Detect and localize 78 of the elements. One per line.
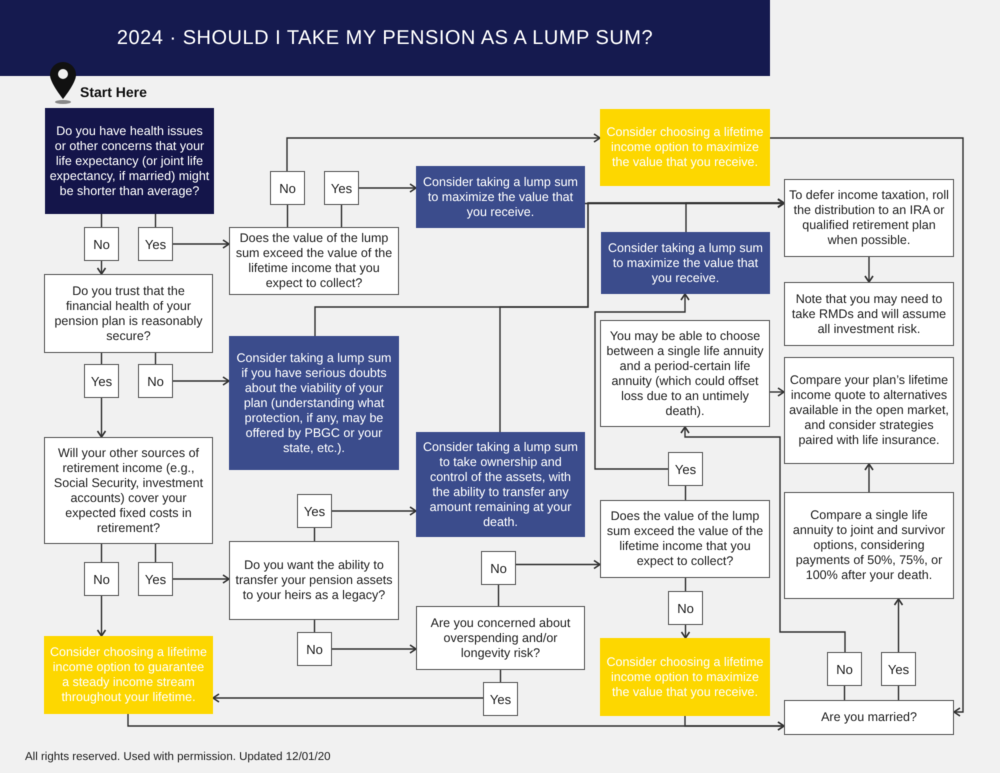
- answer-box: No: [270, 171, 305, 205]
- arrow: [894, 598, 904, 652]
- arrow: [680, 625, 690, 639]
- arrow: [173, 376, 230, 386]
- recommendation-box: Consider taking a lump sum to maximize the value that you receive.: [416, 166, 585, 228]
- arrow: [173, 574, 230, 584]
- arrow: [585, 198, 785, 208]
- arrow: [332, 506, 417, 516]
- process-box: Do you want the ability to transfer your pension assets to your heirs as a legacy?: [229, 541, 399, 620]
- recommendation-box: Consider taking a lump sum if you have serious doubts about the viability of your plan (understanding what protection, if any, may be offered by PBGC or your state, etc.).: [229, 336, 399, 470]
- connector-line: [498, 585, 500, 606]
- arrow: [516, 560, 601, 570]
- arrow: [212, 693, 483, 703]
- recommendation-box: Consider choosing a lifetime income option to maximize the value that you receive.: [600, 638, 770, 716]
- connector-line: [286, 205, 288, 227]
- header-bar: 2024 · SHOULD I TAKE MY PENSION AS A LUMP SUM?: [0, 0, 770, 76]
- recommendation-box: Consider taking a lump sum to maximize the value that you receive.: [601, 232, 770, 294]
- answer-box: Yes: [881, 652, 916, 686]
- connector-line: [154, 353, 156, 364]
- arrow: [864, 463, 874, 492]
- process-box: Do you trust that the financial health of your pension plan is reasonably secure?: [44, 274, 213, 353]
- answer-box: Yes: [138, 562, 173, 596]
- answer-box: No: [84, 227, 119, 261]
- arrow: [332, 644, 417, 654]
- answer-box: Yes: [138, 227, 173, 261]
- connector-line: [684, 486, 686, 500]
- answer-box: No: [297, 632, 332, 666]
- start-label: Start Here: [80, 83, 147, 102]
- recommendation-box: Consider taking a lump sum to take ownership and control of the assets, with the ability to transfer any amount remaining at your death.: [416, 432, 585, 537]
- answer-box: No: [481, 551, 516, 585]
- arrow: [359, 183, 417, 193]
- arrow: [173, 239, 230, 249]
- arrow: [96, 596, 106, 637]
- process-box: Are you married?: [784, 700, 954, 735]
- connector-line: [154, 544, 156, 562]
- connector-line: [100, 544, 102, 562]
- process-box: Does the value of the lump sum exceed the value of the lifetime income that you expect to collect?: [229, 227, 399, 295]
- arrow: [770, 387, 785, 397]
- connector-line: [898, 686, 900, 700]
- process-box: Compare your plan’s lifetime income quote to alternatives available in the open market, and consider strategies paired with life insurance.: [784, 357, 954, 464]
- arrow: [770, 137, 964, 717]
- connector-line: [314, 528, 316, 541]
- process-box: You may be able to choose between a single life annuity and a period-certain life annuity (which could offset loss due to an untimely death).: [600, 320, 770, 427]
- arrow: [96, 261, 106, 275]
- process-box: Are you concerned about overspending and/or longevity risk?: [416, 606, 585, 670]
- answer-box: No: [668, 591, 703, 625]
- arrow: [864, 257, 874, 283]
- answer-box: Yes: [483, 682, 518, 716]
- answer-box: Yes: [297, 494, 332, 528]
- recommendation-box: Consider choosing a lifetime income option to maximize the value that you receive.: [600, 109, 770, 186]
- arrow: [499, 198, 785, 432]
- connector-line: [314, 620, 316, 632]
- process-box: To defer income taxation, roll the distribution to an IRA or qualified retirement plan when possible.: [784, 179, 954, 257]
- arrow: [96, 398, 106, 438]
- answer-box: Yes: [324, 171, 359, 205]
- connector-line: [100, 353, 102, 364]
- question-box: Do you have health issues or other concerns that your life expectancy (or joint life expectancy, if married) might be shorter than average?: [45, 108, 214, 214]
- answer-box: No: [827, 652, 862, 686]
- process-box: Note that you may need to take RMDs and will assume all investment risk.: [784, 282, 954, 346]
- connector-line: [844, 686, 846, 700]
- answer-box: No: [84, 562, 119, 596]
- answer-box: Yes: [84, 364, 119, 398]
- connector-line: [154, 214, 156, 227]
- answer-box: No: [138, 364, 173, 398]
- connector-line: [684, 578, 686, 591]
- connector-line: [500, 670, 502, 682]
- arrow: [684, 716, 785, 731]
- connector-line: [340, 205, 342, 227]
- answer-box: Yes: [668, 452, 703, 486]
- process-box: Does the value of the lump sum exceed the value of the lifetime income that you expect to collect?: [600, 500, 770, 578]
- recommendation-box: Consider choosing a lifetime income option to guarantee a steady income stream throughout your lifetime.: [44, 636, 213, 714]
- process-box: Compare a single life annuity to joint and survivor options, considering payments of 50%, 75%, or 100% after your death.: [784, 492, 954, 599]
- arrow: [594, 293, 690, 470]
- footer-note: All rights reserved. Used with permission. Updated 12/01/20: [25, 750, 331, 765]
- connector-line: [100, 214, 102, 227]
- arrow: [286, 133, 601, 171]
- arrow: [680, 426, 846, 652]
- process-box: Will your other sources of retirement income (e.g., Social Security, investment accounts) cover your expected fixed costs in retirement?: [44, 437, 213, 544]
